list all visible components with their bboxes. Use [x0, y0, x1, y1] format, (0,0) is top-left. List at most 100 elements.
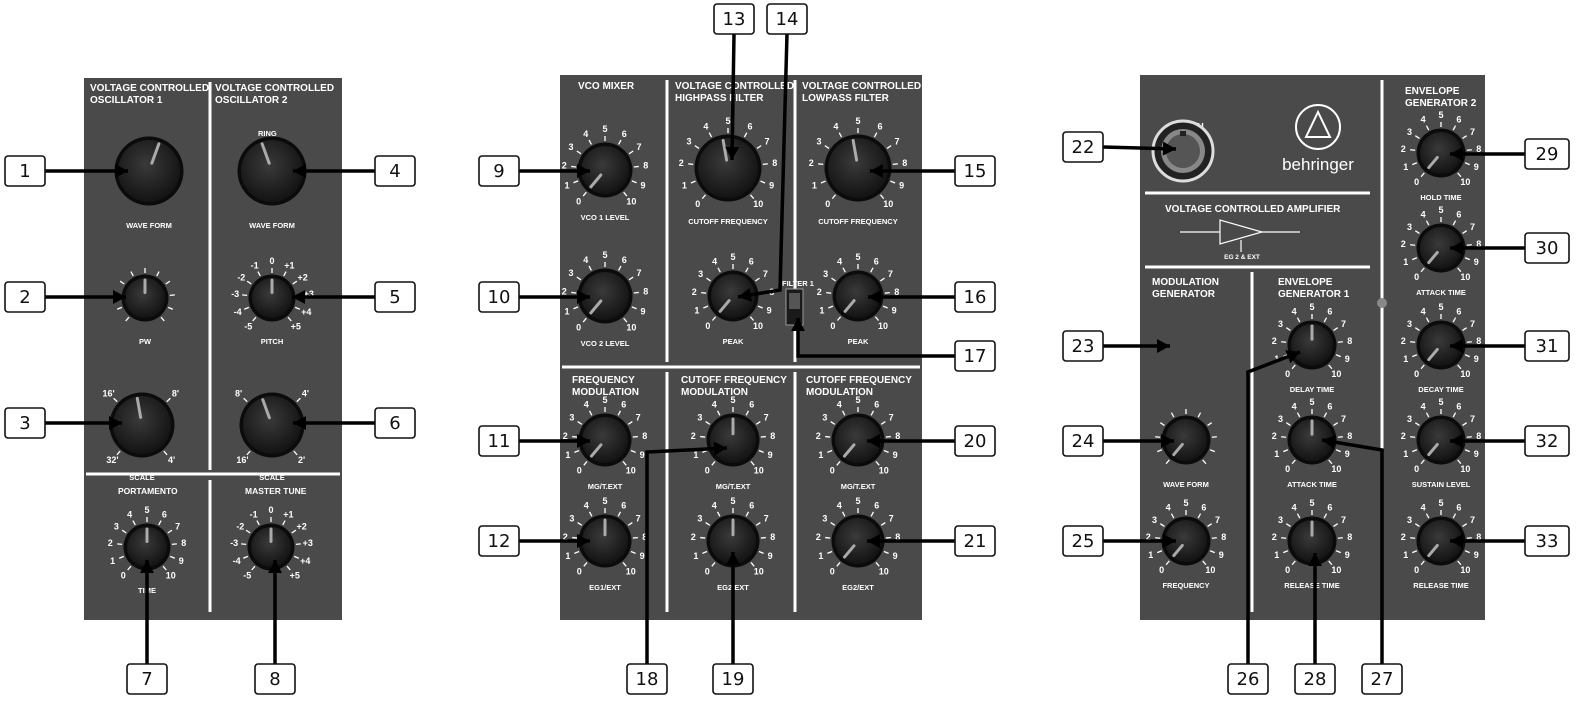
knob-tick-mark — [121, 529, 127, 534]
knob-label: HOLD TIME — [1420, 193, 1461, 202]
knob-tick-mark — [883, 449, 889, 453]
knob-cap — [241, 140, 303, 202]
knob-tick-mark — [755, 421, 761, 425]
knob-cap — [118, 140, 180, 202]
knob-tick-mark — [885, 435, 891, 438]
knob-tick-mark — [1283, 449, 1289, 453]
knob-tick-label: 5 — [725, 116, 730, 126]
knob-label: MG/T.EXT — [841, 482, 876, 491]
knob-tick-label: 1 — [693, 450, 698, 460]
knob-tick-label: 4 — [584, 501, 589, 511]
callout-number: 1 — [19, 161, 30, 182]
knob-tick-mark — [758, 449, 764, 453]
knob-tick-mark — [293, 450, 298, 456]
knob-tick-mark — [573, 306, 579, 310]
knob-tick-label: 4 — [837, 400, 842, 410]
knob-tick-label: 2 — [562, 287, 567, 297]
knob-tick-mark — [1296, 412, 1301, 418]
knob-tick-label: 0 — [1414, 272, 1419, 282]
knob-vco2-scale[interactable]: 16'8'4'2'SCALE — [235, 388, 309, 482]
knob-tick-label: 4 — [1292, 401, 1297, 411]
midi-in-jack[interactable] — [1151, 119, 1215, 183]
arrow-head — [1322, 435, 1336, 450]
knob-label: ATTACK TIME — [1416, 288, 1466, 297]
knob-vco2-waveform[interactable]: WAVE FORM — [237, 136, 307, 231]
callout-number: 22 — [1072, 137, 1095, 158]
arrow-head — [577, 290, 590, 304]
arrow-head — [577, 164, 590, 178]
callout-box — [374, 281, 416, 313]
knob-tick-mark — [119, 280, 125, 285]
knob-pointer — [851, 138, 859, 162]
knob-tick-label: 0 — [1414, 565, 1419, 575]
knob-tick-label: 8 — [642, 532, 647, 542]
arrow-head — [870, 164, 883, 178]
callout-box — [1062, 525, 1104, 557]
knob-tick-label: 4 — [584, 400, 589, 410]
arrow-head — [293, 164, 306, 178]
filter-switch[interactable] — [785, 288, 804, 326]
knob-pointer — [721, 138, 729, 162]
knob-tick-mark — [1466, 436, 1472, 438]
callout-number: 25 — [1072, 531, 1095, 552]
knob-tick-label: 3 — [822, 413, 827, 423]
knob-tick-label: 10 — [754, 466, 764, 476]
knob-vco1-waveform[interactable]: WAVE FORM — [114, 136, 184, 231]
knob-tick-mark — [588, 139, 592, 145]
knob-pointer — [1427, 543, 1439, 558]
knob-label: ATTACK TIME — [1287, 480, 1337, 489]
knob-tick-mark — [630, 550, 636, 554]
knob-tick-mark — [582, 317, 587, 323]
knob-tick-label: 8' — [172, 388, 179, 398]
knob-tick-label: 1 — [565, 450, 570, 460]
knob-tick-label: 6 — [1456, 306, 1461, 316]
knob-mg-waveform[interactable]: WAVE FORM — [1155, 409, 1217, 489]
knob-tick-mark — [1337, 341, 1343, 343]
knob-tick-mark — [256, 520, 260, 526]
knob-tick-mark — [617, 410, 622, 416]
callout-33: 33 — [1524, 525, 1570, 557]
knob-tick-mark — [296, 397, 301, 403]
knob-vco1-pw[interactable]: PW — [115, 268, 175, 346]
knob-tick-label: 8 — [1476, 532, 1481, 542]
knob-pointer — [589, 299, 603, 315]
knob-tick-label: 10 — [1460, 565, 1470, 575]
knob-tick-label: 9 — [179, 556, 184, 566]
callout-number: 23 — [1072, 336, 1095, 357]
knob-tick-mark — [1420, 267, 1425, 273]
arrow-head — [1162, 141, 1176, 156]
knob-tick-label: 2' — [298, 455, 305, 465]
knob-vco1-scale[interactable]: 32'16'8'4'SCALE — [102, 388, 179, 482]
knob-tick-mark — [623, 191, 628, 197]
callout-box — [954, 525, 996, 557]
knob-tick-mark — [1412, 257, 1418, 261]
knob-tick-mark — [873, 132, 878, 138]
knob-label: PEAK — [723, 337, 744, 346]
knob-tick-label: 5 — [855, 252, 860, 262]
knob-label: PEAK — [848, 337, 869, 346]
callout-box — [4, 407, 46, 439]
